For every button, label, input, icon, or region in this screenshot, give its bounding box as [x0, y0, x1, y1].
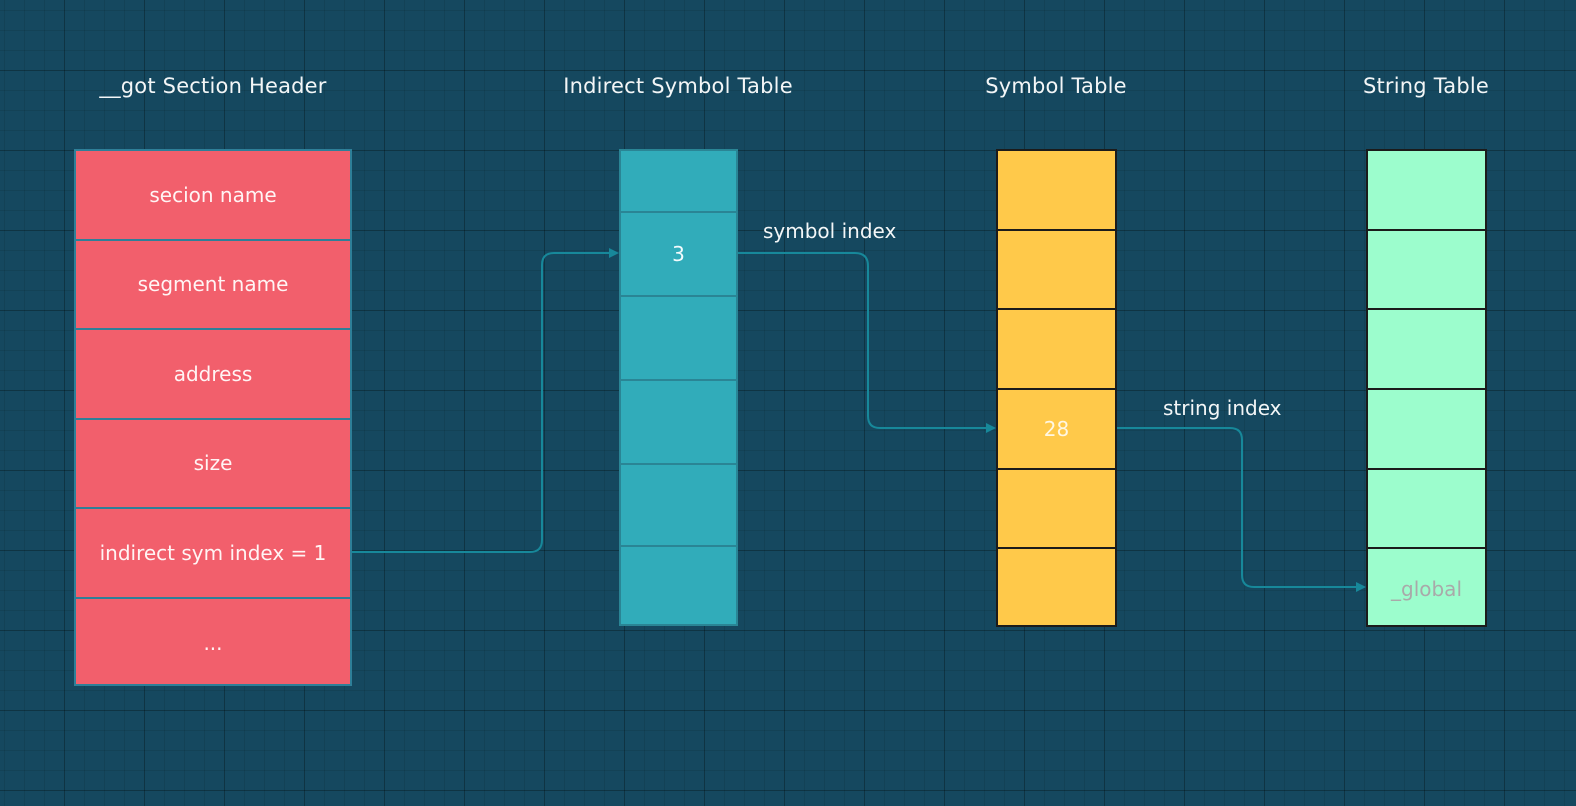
symbol-index-label: symbol index: [763, 219, 897, 243]
string-row: [1368, 390, 1485, 470]
indirect-symbol-row: [621, 297, 736, 381]
section-header-row: segment name: [76, 241, 350, 330]
symbol-table: 28: [996, 149, 1117, 627]
section-header-table: secion name segment name address size in…: [74, 149, 352, 686]
symbol-row: [998, 151, 1115, 231]
symbol-row: [998, 231, 1115, 311]
section-header-row: secion name: [76, 151, 350, 241]
section-header-row: ...: [203, 631, 223, 656]
section-header-row: address: [76, 330, 350, 420]
string-row-global: _global: [1391, 577, 1462, 602]
indirect-symbol-row-index-1: 3: [621, 213, 736, 297]
string-row: [1368, 310, 1485, 391]
symbol-row: [998, 470, 1115, 550]
symbol-row: [998, 310, 1115, 391]
section-header-row: size: [76, 420, 350, 509]
symbol-table-title: Symbol Table: [985, 74, 1127, 98]
indirect-symbol-row: [621, 381, 736, 465]
arrow-symbol-to-string: [1117, 427, 1366, 592]
section-header-title: __got Section Header: [99, 74, 327, 98]
indirect-symbol-row: [621, 151, 736, 213]
indirect-symbol-table: 3: [619, 149, 738, 626]
indirect-symbol-table-title: Indirect Symbol Table: [563, 74, 793, 98]
arrow-indirect-to-symbol: [738, 252, 996, 433]
indirect-symbol-row: [621, 465, 736, 547]
string-index-label: string index: [1163, 396, 1282, 420]
section-header-row-indirect-sym-index: indirect sym index = 1: [76, 509, 350, 599]
string-row: [1368, 470, 1485, 550]
string-table-title: String Table: [1362, 74, 1490, 98]
string-row: [1368, 231, 1485, 311]
string-row: [1368, 151, 1485, 231]
arrow-header-to-indirect: [352, 248, 619, 553]
string-table: _global: [1366, 149, 1487, 627]
symbol-row-index-3: 28: [998, 390, 1115, 470]
